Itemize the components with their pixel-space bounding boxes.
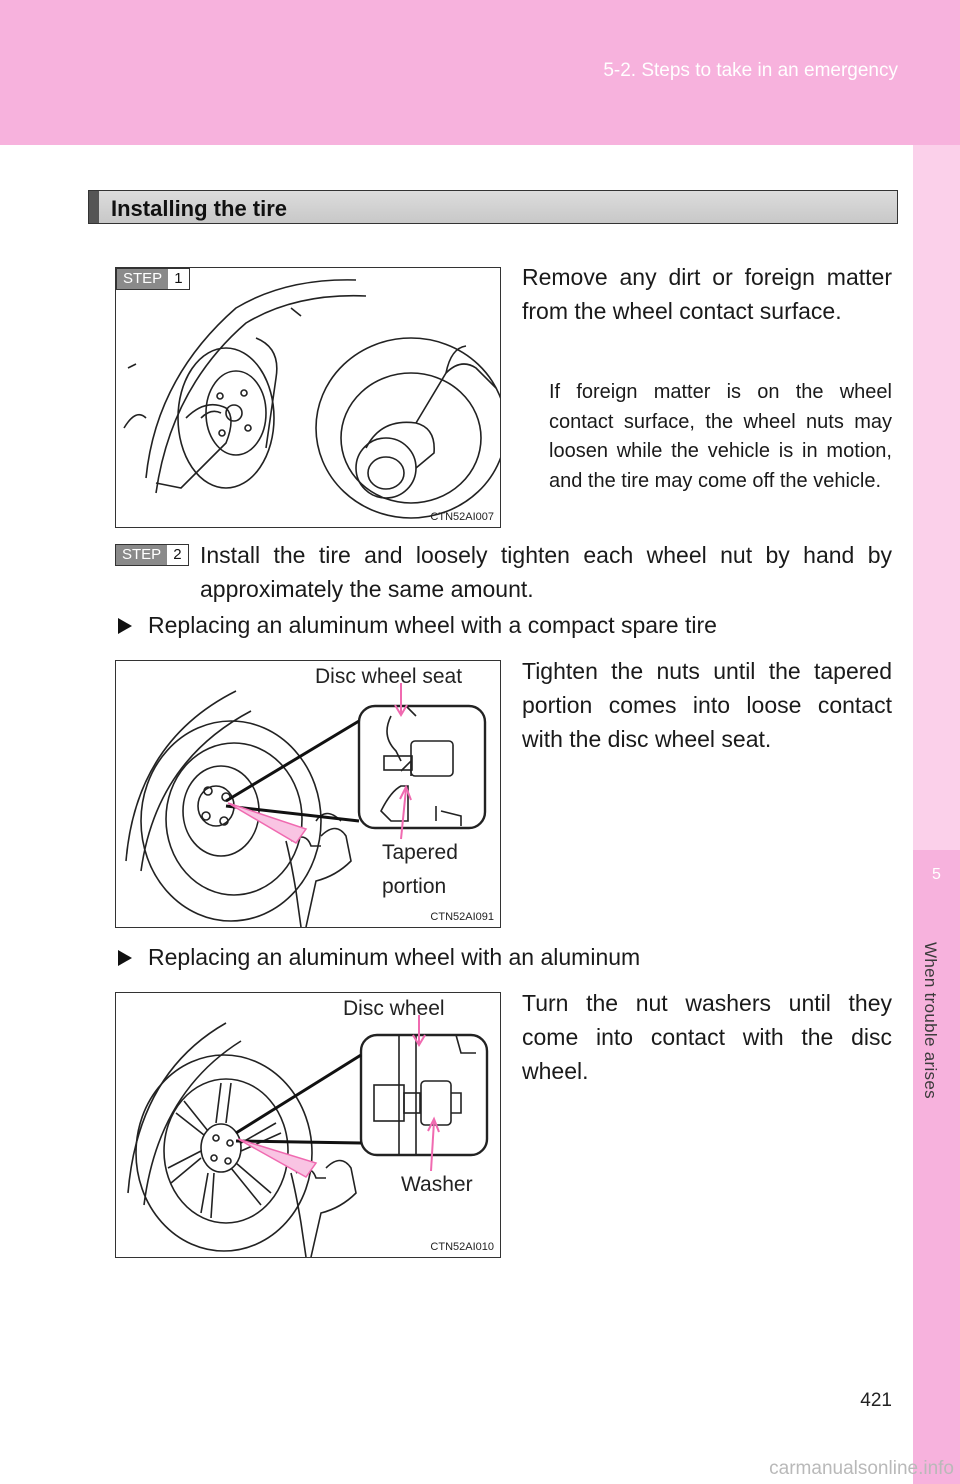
case1-heading: Replacing an aluminum wheel with a compa… xyxy=(118,612,717,639)
step2-badge-number: 2 xyxy=(167,545,188,565)
case1-bullet-arrow-icon xyxy=(118,617,132,634)
label-disc-wheel: Disc wheel xyxy=(343,997,445,1020)
wheel-cleaning-illustration xyxy=(123,279,500,519)
side-tab-top xyxy=(913,145,960,850)
step2-badge-word: STEP xyxy=(116,545,168,565)
section-bar: Installing the tire xyxy=(88,190,898,224)
section-title: Installing the tire xyxy=(111,196,288,221)
figure1-code: CTN52AI007 xyxy=(430,511,494,523)
label-disc-wheel-seat: Disc wheel seat xyxy=(315,665,463,688)
figure-step1: STEP 1 CTN52AI007 xyxy=(115,267,501,528)
header-section-title: 5-2. Steps to take in an emergency xyxy=(603,60,898,81)
step1-note: If foreign matter is on the wheel contac… xyxy=(549,381,892,492)
step2-badge: STEP 2 xyxy=(115,544,189,566)
chapter-number: 5 xyxy=(932,866,941,883)
figure3-code: CTN52AI010 xyxy=(430,1241,494,1253)
aluminum-wheel-illustration xyxy=(127,1015,489,1257)
step2-instruction: Install the tire and loosely tighten eac… xyxy=(200,542,892,602)
label-tapered: Tapered xyxy=(382,841,458,864)
case2-instruction: Turn the nut washers until they come int… xyxy=(522,990,892,1084)
side-tab-chapter xyxy=(913,850,960,1484)
header-band xyxy=(0,0,960,145)
label-portion: portion xyxy=(382,875,447,898)
compact-spare-tire-illustration xyxy=(125,683,487,927)
case2-heading-text: Replacing an aluminum wheel with an alum… xyxy=(148,944,641,970)
case1-instruction: Tighten the nuts until the tapered porti… xyxy=(522,658,892,752)
case2-bullet-arrow-icon xyxy=(118,949,132,966)
figure2-code: CTN52AI091 xyxy=(430,911,494,923)
label-washer: Washer xyxy=(401,1173,473,1196)
watermark: carmanualsonline.info xyxy=(769,1458,954,1479)
step1-badge-word: STEP xyxy=(117,269,169,289)
figure-case1: Disc wheel seat Tapered portion CTN52AI0… xyxy=(115,660,501,928)
step1-badge-number: 1 xyxy=(168,269,189,289)
case2-heading: Replacing an aluminum wheel with an alum… xyxy=(118,944,640,971)
step1-badge: STEP 1 xyxy=(116,268,190,290)
step1-instruction: Remove any dirt or foreign matter from t… xyxy=(522,264,892,324)
case1-heading-text: Replacing an aluminum wheel with a compa… xyxy=(148,612,717,638)
figure-case2: Disc wheel Washer CTN52AI010 xyxy=(115,992,501,1258)
page-number: 421 xyxy=(860,1390,892,1411)
chapter-title: When trouble arises xyxy=(921,942,940,1099)
section-bar-accent xyxy=(89,191,99,223)
